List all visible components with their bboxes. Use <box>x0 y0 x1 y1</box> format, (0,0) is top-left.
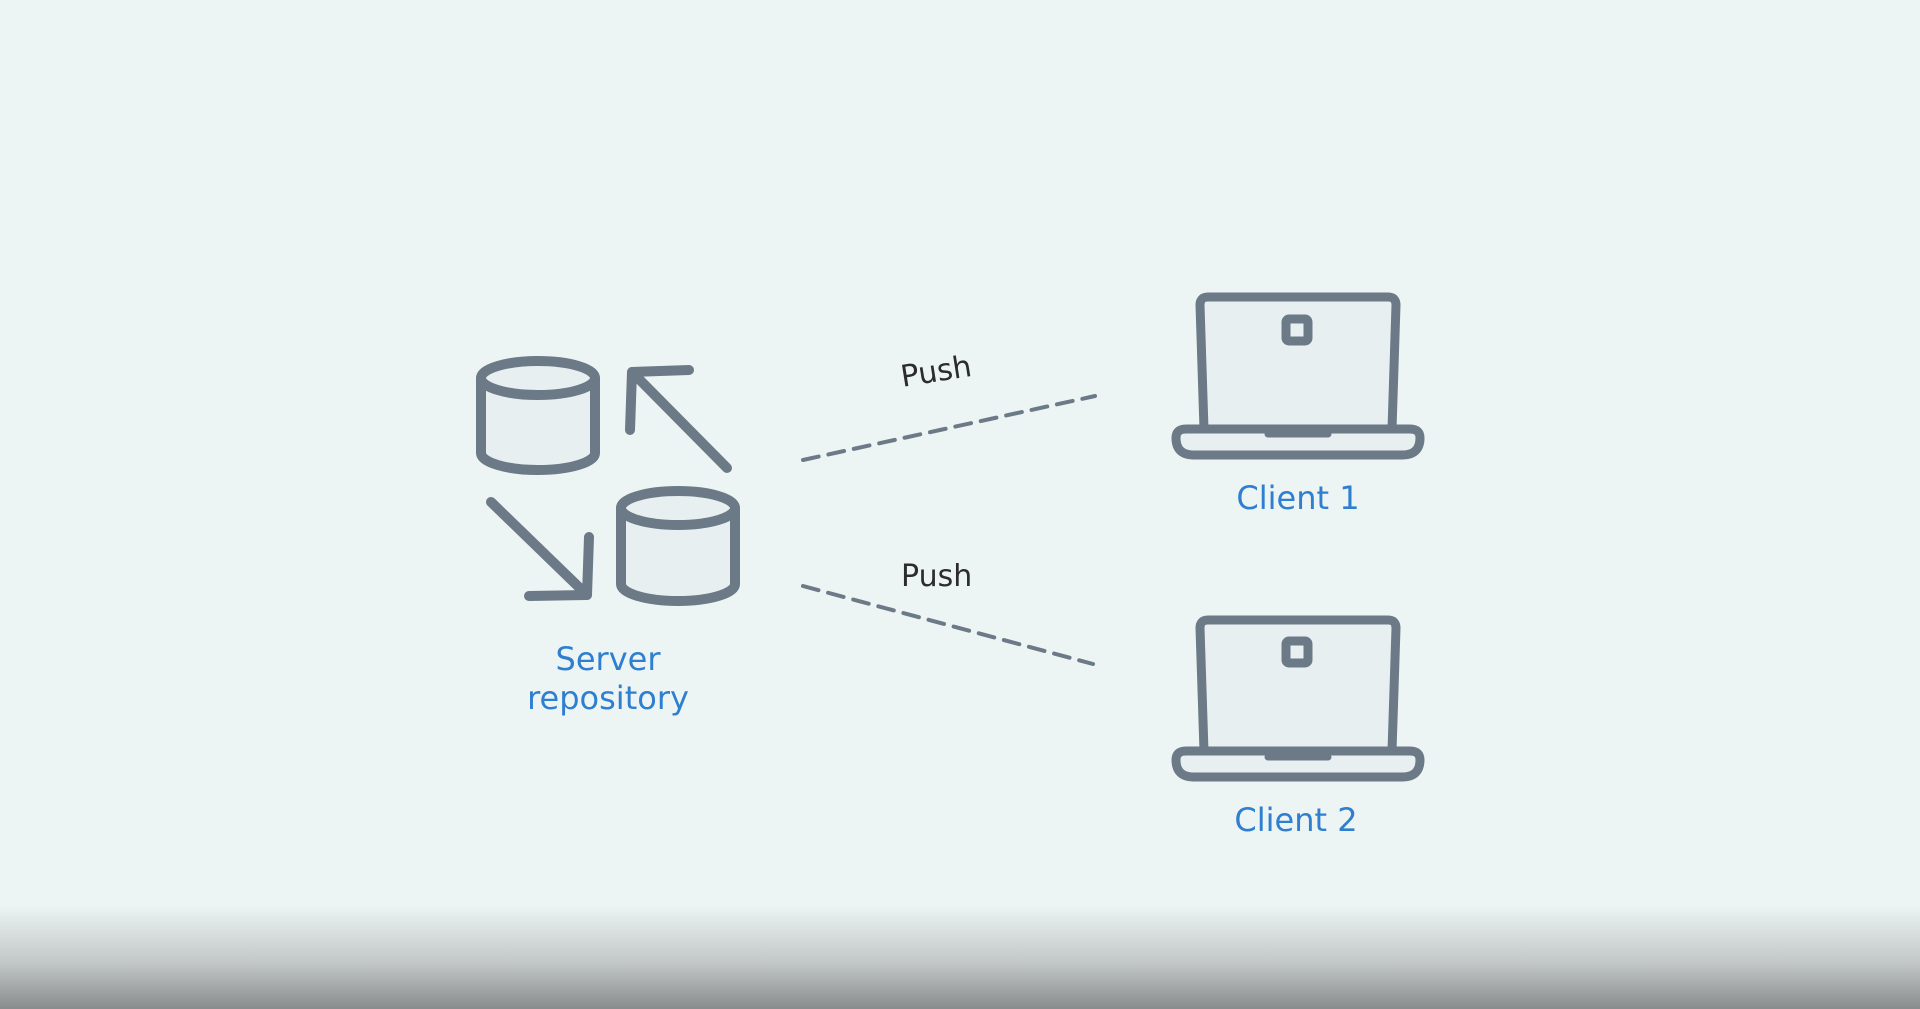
arrow-up-left-icon <box>625 365 732 473</box>
laptop-icon <box>1171 615 1425 782</box>
client-2-label: Client 2 <box>1234 801 1358 839</box>
database-sync-icon <box>476 356 740 606</box>
database-bottom-right-icon <box>616 486 740 606</box>
edge-label-push-2: Push <box>901 559 973 594</box>
bottom-shadow-overlay <box>0 905 1920 1009</box>
client-1-label: Client 1 <box>1236 479 1360 517</box>
push-edge-client-2 <box>801 584 1095 666</box>
database-top-left-icon <box>476 356 600 475</box>
push-edge-client-1 <box>801 394 1097 462</box>
laptop-icon <box>1171 292 1425 460</box>
arrow-down-right-icon <box>486 497 594 601</box>
server-label-line-2: repository <box>527 679 689 717</box>
server-label-line-1: Server <box>555 640 661 678</box>
server-repository-label: Server repository <box>508 640 708 718</box>
